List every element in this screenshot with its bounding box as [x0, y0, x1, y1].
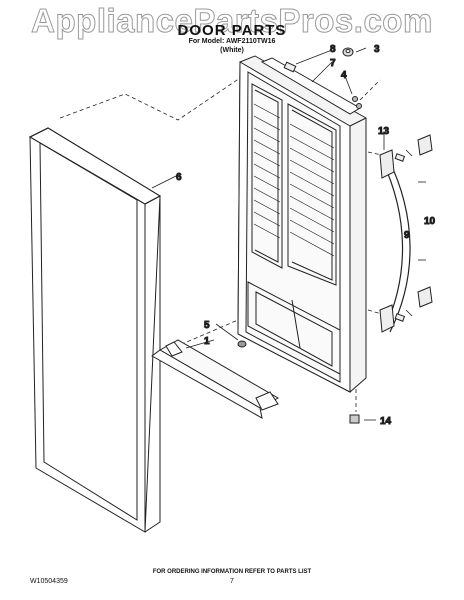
callout-7: 7 [330, 58, 336, 69]
page-number: 7 [230, 578, 234, 585]
page-title: DOOR PARTS [177, 22, 287, 39]
handle-mount-caps [394, 134, 433, 322]
callout-6: 6 [176, 172, 182, 183]
model-line: For Model: AWF2110TW16 [188, 38, 276, 45]
callout-5: 5 [204, 320, 210, 331]
door-bumper [237, 340, 247, 348]
callout-13: 13 [378, 126, 390, 137]
ordering-note: FOR ORDERING INFORMATION REFER TO PARTS … [152, 569, 312, 575]
hinge-cover [349, 414, 360, 424]
callout-9: 9 [404, 230, 410, 241]
callout-3: 3 [374, 44, 380, 55]
callout-10: 10 [424, 216, 436, 227]
screws [352, 96, 362, 109]
callout-1: 1 [204, 336, 210, 347]
callout-8: 8 [330, 44, 336, 55]
door-gasket [28, 127, 162, 533]
hinge-pin [342, 47, 354, 57]
clip-part-8 [283, 61, 297, 73]
callout-14: 14 [380, 416, 392, 427]
callout-4: 4 [341, 70, 347, 81]
door-bin [151, 339, 280, 419]
leader-lines [151, 47, 426, 421]
door-handle [379, 149, 411, 333]
document-number: W10504359 [30, 578, 68, 585]
watermark: AppliancePartsPros.com [31, 2, 433, 40]
color-line: (White) [220, 47, 244, 54]
door-liner [237, 55, 367, 393]
